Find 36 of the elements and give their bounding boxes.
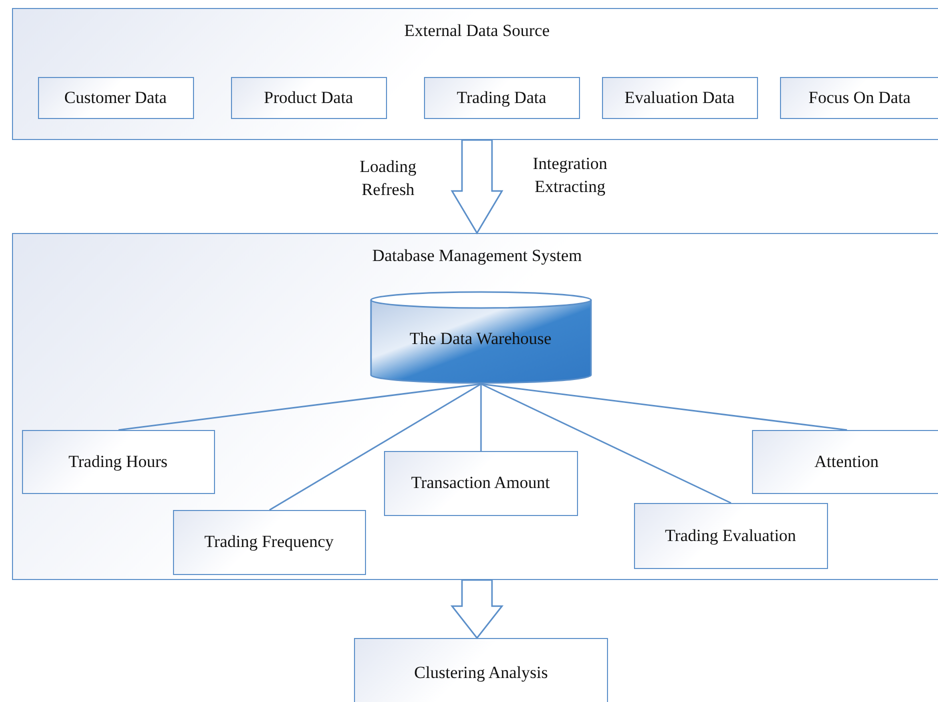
process-box [22,430,214,494]
node-label: The Data Warehouse [408,328,552,348]
node-label: Clustering Analysis [413,663,549,683]
process-box [752,430,938,494]
process-box [230,76,386,118]
process-box [780,76,938,118]
group-title: External Data Source [403,21,551,41]
node-label: Trading Evaluation [664,526,798,546]
block-arrow [450,139,504,234]
node-label: Trading Frequency [203,532,335,552]
node-label: Focus On Data [808,88,912,108]
connector-line [480,384,482,451]
group-title: Database Management System [371,246,583,266]
process-box [172,510,366,574]
node-label: Product Data [262,88,354,108]
node-label: Transaction Amount [410,473,551,493]
node-label: Attention [813,452,880,472]
process-box [384,450,578,516]
node-label: Customer Data [63,88,168,108]
node-label: Trading Data [456,88,548,108]
flow-note: Loading Refresh [358,156,418,201]
connector-line [118,383,482,431]
flow-note: Integration Extracting [532,153,608,198]
process-box [602,76,758,118]
block-arrow [450,579,504,640]
connector-line [480,383,848,431]
process-box [38,76,194,118]
connector-line [480,383,732,504]
process-box [424,76,580,118]
process-box [634,502,828,568]
connector-line [269,383,482,511]
node-label: Evaluation Data [624,88,736,108]
group-panel [12,8,938,140]
node-label: Trading Hours [67,452,169,472]
group-panel [12,233,938,580]
process-box [354,638,608,702]
